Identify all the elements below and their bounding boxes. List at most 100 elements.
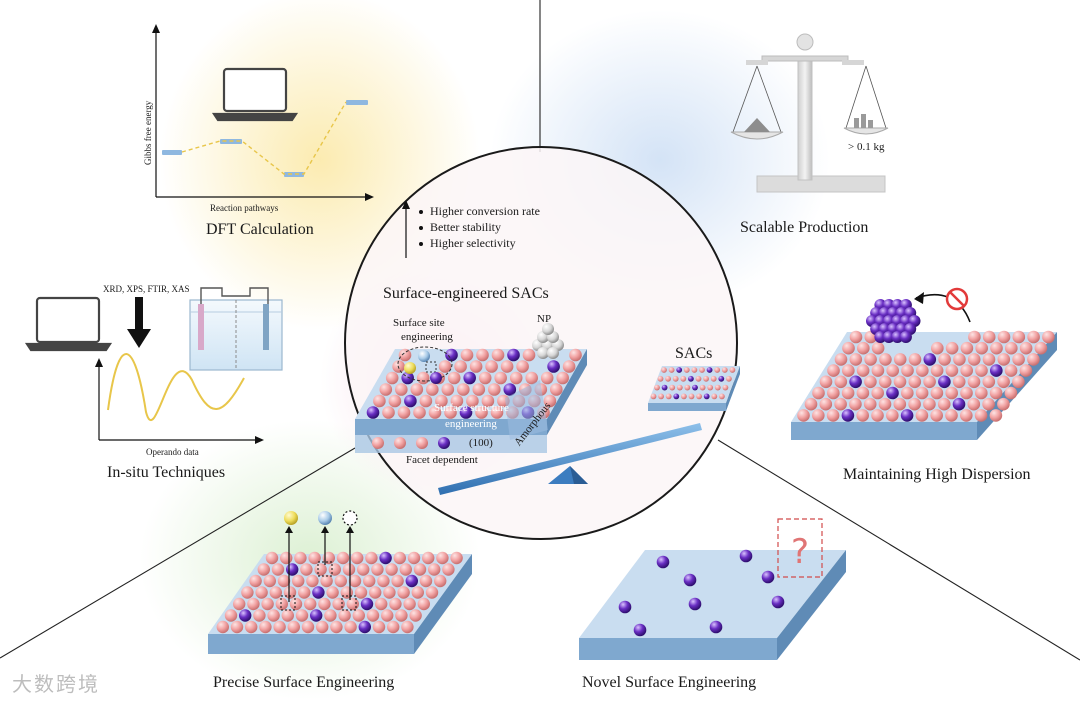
support-atom: [893, 353, 907, 366]
support-atom: [672, 375, 679, 382]
support-atom: [403, 597, 416, 611]
support-atom: [960, 409, 973, 422]
support-atom: [481, 394, 495, 408]
support-atom: [387, 620, 400, 634]
support-atom: [385, 371, 399, 385]
dispersion-title: Maintaining High Dispersion: [843, 466, 1031, 483]
support-atom: [915, 409, 929, 422]
benefits-up-arrow: [402, 200, 410, 258]
support-atom: [469, 360, 483, 373]
support-atom: [975, 364, 988, 377]
benefit-item: Better stability: [430, 220, 501, 234]
down-arrow-icon: [127, 297, 151, 348]
support-atom: [438, 360, 452, 373]
support-atom: [827, 364, 840, 377]
support-atom: [398, 348, 412, 362]
single-atom: [692, 384, 698, 391]
cluster-atom: [891, 331, 904, 343]
single-atom: [709, 620, 723, 634]
support-atom: [253, 609, 266, 622]
support-atom: [233, 597, 246, 611]
support-atom: [382, 406, 395, 419]
support-atom: [729, 367, 736, 373]
support-atom: [265, 551, 279, 565]
support-atom: [967, 397, 981, 411]
single-atom: [673, 393, 680, 400]
support-atom: [457, 383, 470, 396]
support-atom: [871, 409, 884, 422]
support-atom: [1004, 364, 1018, 377]
support-atom: [691, 367, 698, 373]
support-atom: [688, 393, 695, 400]
support-atom: [871, 386, 884, 400]
single-atom: [239, 609, 252, 622]
support-atom: [857, 341, 870, 355]
support-atom: [1019, 364, 1033, 377]
support-atom: [1019, 341, 1033, 355]
support-atom: [665, 375, 671, 382]
support-atom: [834, 397, 847, 411]
support-atom: [975, 341, 988, 355]
amorphous-hatch: [505, 380, 548, 440]
support-atom: [719, 393, 725, 400]
support-atom: [945, 364, 959, 377]
support-atom: [466, 394, 479, 408]
support-atom: [1027, 353, 1040, 366]
single-atom: [312, 586, 325, 599]
support-atom: [322, 551, 335, 565]
support-atom: [901, 386, 914, 400]
support-atom: [878, 397, 892, 411]
cluster-atom: [899, 331, 912, 343]
support-atom: [657, 375, 664, 382]
single-atom: [286, 563, 299, 576]
surface-structure-label: engineering: [445, 418, 497, 430]
laptop-small-icon: [24, 296, 113, 352]
single-atom: [771, 595, 785, 609]
support-atom: [930, 364, 944, 377]
support-atom: [516, 360, 529, 373]
laptop-icon: [211, 67, 299, 122]
support-atom: [834, 375, 848, 389]
support-atom: [886, 364, 899, 377]
support-atom: [332, 597, 345, 611]
benefit-bullets: [419, 210, 423, 246]
single-atom: [886, 386, 899, 400]
support-atom: [569, 348, 582, 362]
single-atom: [366, 406, 380, 419]
support-atom: [842, 364, 855, 377]
support-atom: [997, 330, 1011, 344]
support-atom: [931, 341, 944, 355]
support-atom: [997, 397, 1010, 411]
support-atom: [901, 364, 914, 377]
support-atom: [381, 609, 394, 622]
support-atom: [923, 397, 936, 411]
support-atom: [509, 371, 523, 385]
dft-ylabel: Gibbs free energy: [143, 100, 153, 165]
support-atom: [491, 348, 505, 362]
single-atom: [923, 353, 937, 366]
support-atom: [945, 409, 958, 422]
support-atom: [879, 353, 892, 366]
surface-site-ellipse: [397, 346, 453, 382]
support-atom: [676, 384, 683, 391]
support-atom: [1004, 386, 1018, 400]
support-atom: [654, 384, 660, 391]
single-atom: [718, 375, 725, 382]
support-atom: [1034, 341, 1048, 355]
support-atom: [352, 609, 365, 622]
electrochemical-cell-icon: [189, 287, 283, 371]
support-atom: [316, 620, 329, 634]
support-atom: [841, 386, 855, 400]
support-atom: [540, 371, 554, 385]
support-atom: [915, 386, 929, 400]
single-atom: [661, 384, 668, 391]
dft-title: DFT Calculation: [206, 221, 314, 238]
support-atom: [710, 375, 717, 382]
support-atom: [401, 620, 414, 634]
surface-site-atoms: [404, 350, 442, 384]
support-atom: [849, 353, 863, 366]
support-atom: [680, 375, 687, 382]
facet-bottom-atoms: [372, 437, 450, 449]
support-atom: [1012, 353, 1025, 366]
support-atom: [997, 353, 1011, 366]
